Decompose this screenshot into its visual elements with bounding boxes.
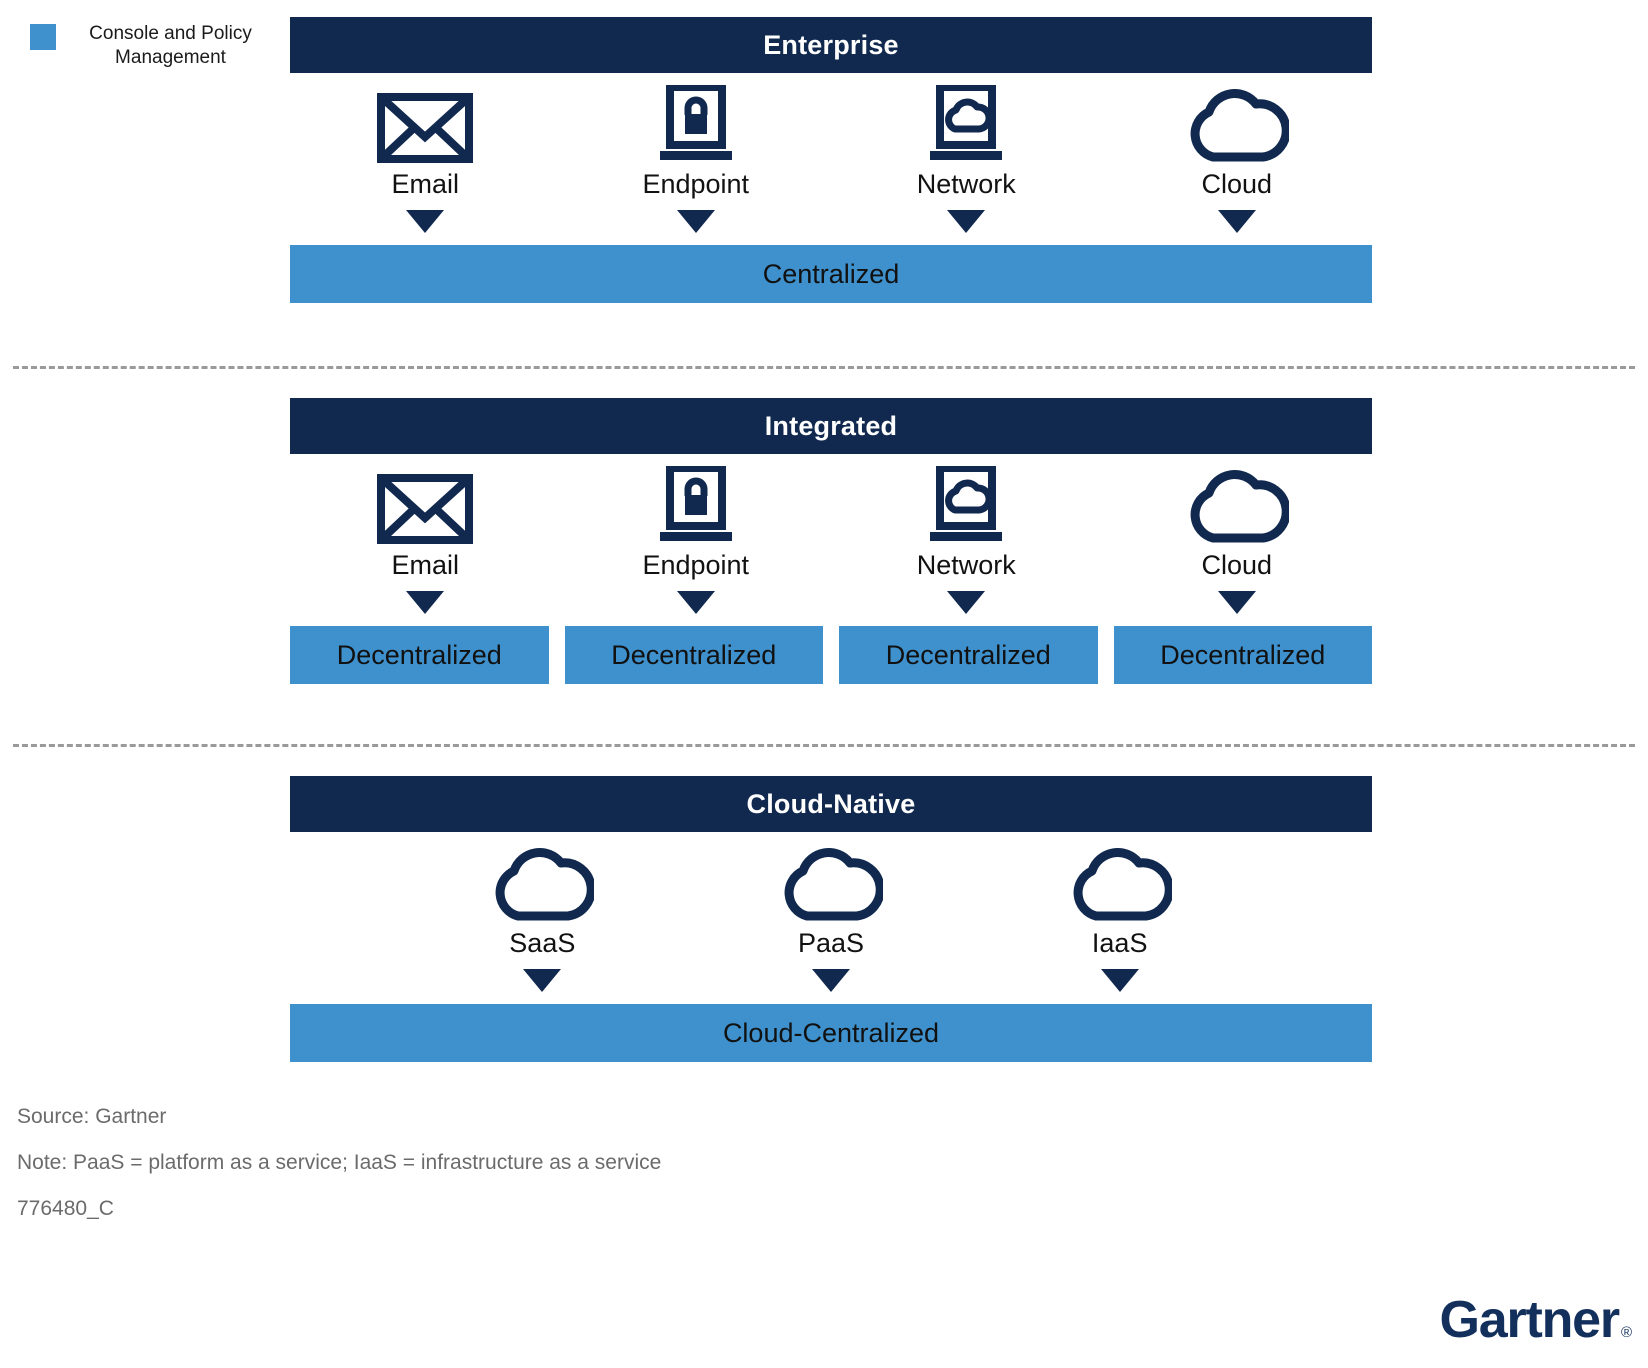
arrow-down-icon bbox=[947, 591, 986, 614]
icon-label-saas: SaaS bbox=[509, 928, 576, 958]
section-divider-2 bbox=[13, 744, 1635, 747]
envelope-icon bbox=[377, 85, 474, 163]
registered-trademark-icon: ® bbox=[1620, 1324, 1632, 1341]
icon-cell-iaas[interactable]: IaaS bbox=[975, 844, 1264, 992]
section-divider-1 bbox=[13, 366, 1635, 369]
icon-cell-paas[interactable]: PaaS bbox=[687, 844, 976, 992]
footer-source: Source: Gartner bbox=[17, 1105, 167, 1128]
icon-label-paas: PaaS bbox=[797, 928, 865, 958]
icon-label-network: Network bbox=[916, 550, 1016, 580]
icon-label-endpoint: Endpoint bbox=[642, 169, 750, 199]
icon-cell-network[interactable]: Network bbox=[831, 85, 1102, 233]
icon-label-email: Email bbox=[391, 550, 459, 580]
section-enterprise: Enterprise Email Endpoint Network bbox=[290, 17, 1372, 303]
section-integrated: Integrated Email Endpoint Network bbox=[290, 398, 1372, 684]
arrow-down-icon bbox=[947, 210, 986, 233]
icon-label-endpoint: Endpoint bbox=[642, 550, 750, 580]
footer-note: Note: PaaS = platform as a service; IaaS… bbox=[17, 1151, 662, 1174]
icon-cell-cloud[interactable]: Cloud bbox=[1102, 466, 1373, 614]
result-row-integrated: Decentralized Decentralized Decentralize… bbox=[290, 626, 1372, 684]
arrow-down-icon bbox=[676, 591, 715, 614]
icon-label-email: Email bbox=[391, 169, 459, 199]
result-bar-decentralized-network: Decentralized bbox=[839, 626, 1098, 684]
arrow-down-icon bbox=[676, 210, 715, 233]
icon-cell-saas[interactable]: SaaS bbox=[398, 844, 687, 992]
section-title-cloud-native: Cloud-Native bbox=[290, 776, 1372, 832]
cloud-icon bbox=[1068, 844, 1172, 922]
icon-label-iaas: IaaS bbox=[1091, 928, 1148, 958]
arrow-down-icon bbox=[406, 210, 445, 233]
section-cloud-native: Cloud-Native SaaS PaaS IaaS Cloud-Centra… bbox=[290, 776, 1372, 1062]
icon-cell-cloud[interactable]: Cloud bbox=[1102, 85, 1373, 233]
icon-row-cloud-native: SaaS PaaS IaaS bbox=[290, 844, 1372, 992]
result-bar-cloud-centralized: Cloud-Centralized bbox=[290, 1004, 1372, 1062]
arrow-down-icon bbox=[406, 591, 445, 614]
icon-cell-endpoint[interactable]: Endpoint bbox=[561, 85, 832, 233]
cloud-icon bbox=[490, 844, 595, 922]
legend-color-swatch bbox=[30, 24, 56, 50]
section-title-integrated: Integrated bbox=[290, 398, 1372, 454]
result-bar-decentralized-endpoint: Decentralized bbox=[564, 626, 823, 684]
icon-label-network: Network bbox=[916, 169, 1016, 199]
arrow-down-icon bbox=[1217, 591, 1256, 614]
icon-cell-email[interactable]: Email bbox=[290, 85, 561, 233]
icon-cell-endpoint[interactable]: Endpoint bbox=[561, 466, 832, 614]
footer: Source: Gartner Note: PaaS = platform as… bbox=[17, 1106, 661, 1244]
legend-label: Console and Policy Management bbox=[89, 23, 252, 69]
arrow-down-icon bbox=[523, 969, 562, 992]
cloud-icon bbox=[779, 844, 883, 922]
gartner-logo: Gartner ® bbox=[1439, 1294, 1632, 1346]
result-bar-decentralized-cloud: Decentralized bbox=[1113, 626, 1372, 684]
footer-id: 776480_C bbox=[17, 1197, 114, 1220]
section-title-enterprise: Enterprise bbox=[290, 17, 1372, 73]
icon-label-cloud: Cloud bbox=[1201, 169, 1273, 199]
result-bar-decentralized-email: Decentralized bbox=[290, 626, 549, 684]
arrow-down-icon bbox=[1100, 969, 1139, 992]
gartner-wordmark: Gartner bbox=[1439, 1291, 1620, 1349]
laptop-cloud-icon bbox=[918, 85, 1014, 163]
icon-label-cloud: Cloud bbox=[1201, 550, 1273, 580]
icon-cell-network[interactable]: Network bbox=[831, 466, 1102, 614]
icon-row-enterprise: Email Endpoint Network Cloud bbox=[290, 85, 1372, 233]
result-bar-centralized: Centralized bbox=[290, 245, 1372, 303]
cloud-icon bbox=[1185, 85, 1289, 163]
laptop-lock-icon bbox=[648, 85, 744, 163]
envelope-icon bbox=[377, 466, 474, 544]
icon-row-integrated: Email Endpoint Network Cloud bbox=[290, 466, 1372, 614]
icon-cell-email[interactable]: Email bbox=[290, 466, 561, 614]
cloud-icon bbox=[1185, 466, 1289, 544]
laptop-lock-icon bbox=[648, 466, 744, 544]
legend: Console and Policy Management bbox=[30, 22, 273, 71]
laptop-cloud-icon bbox=[918, 466, 1014, 544]
arrow-down-icon bbox=[812, 969, 850, 992]
arrow-down-icon bbox=[1217, 210, 1256, 233]
